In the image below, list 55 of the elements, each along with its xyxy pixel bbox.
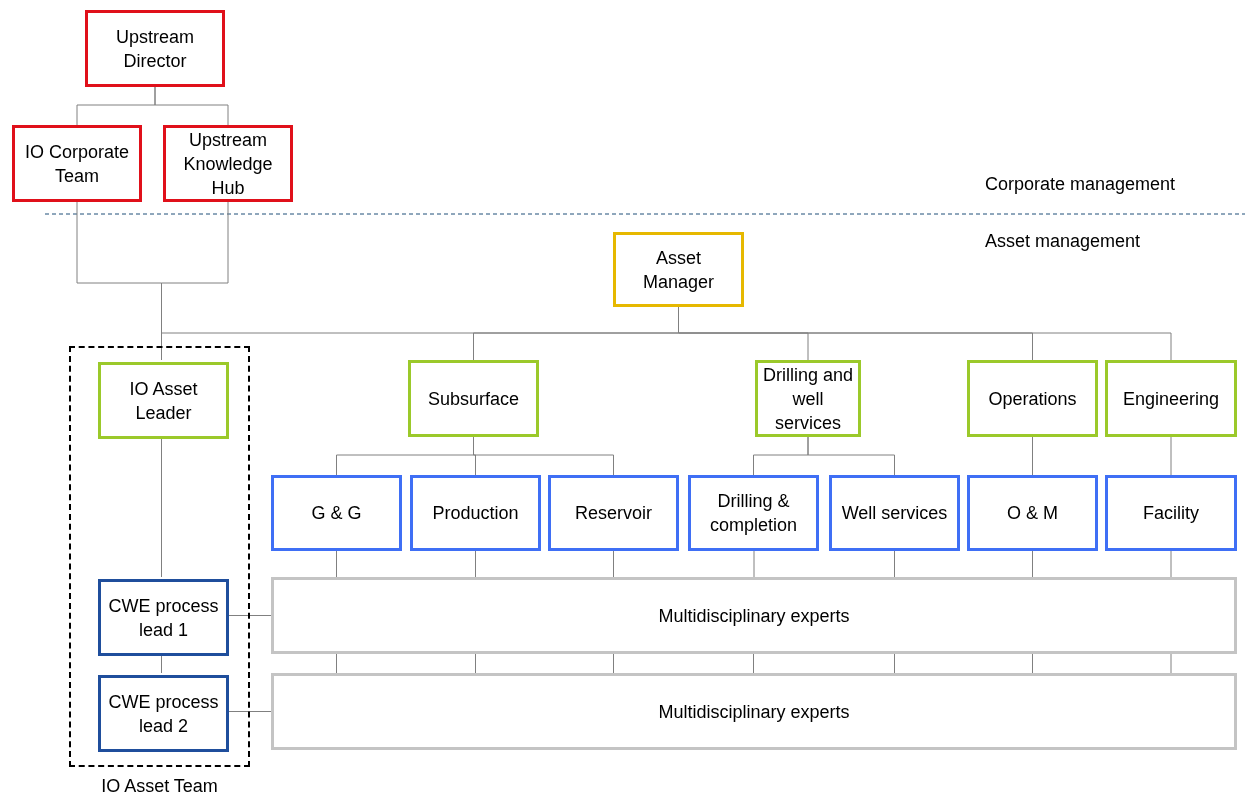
department-box bbox=[755, 360, 861, 437]
connector-line bbox=[1032, 550, 1033, 578]
node-label: Operations bbox=[988, 387, 1077, 411]
connector-line bbox=[1170, 436, 1172, 476]
group-title: IO Asset Team bbox=[100, 775, 219, 797]
node-label: IO Asset Leader bbox=[128, 377, 199, 425]
node-label: Multidisciplinary experts bbox=[658, 604, 850, 628]
node-label: Asset Manager bbox=[641, 246, 715, 294]
connector-line bbox=[894, 550, 895, 578]
node-label: Production bbox=[432, 502, 519, 525]
discipline-box bbox=[829, 475, 960, 551]
discipline-box bbox=[271, 475, 402, 551]
connector-line bbox=[1032, 436, 1033, 476]
node-label: G & G bbox=[311, 502, 362, 525]
node-label: Drilling and well services bbox=[762, 363, 854, 435]
node-label: CWE process lead 1 bbox=[107, 594, 220, 642]
connector-line bbox=[336, 550, 337, 578]
org-box bbox=[85, 10, 225, 87]
discipline-box bbox=[410, 475, 541, 551]
org-box bbox=[12, 125, 142, 202]
node-label: O & M bbox=[1007, 502, 1058, 525]
connector-line bbox=[154, 86, 229, 126]
connector-line bbox=[807, 436, 895, 476]
discipline-box bbox=[688, 475, 819, 551]
node-label: Upstream Director bbox=[115, 25, 195, 73]
department-box bbox=[1105, 360, 1237, 437]
node-label: Facility bbox=[1143, 502, 1199, 525]
node-label: Engineering bbox=[1122, 387, 1220, 411]
node-label: Drilling & completion bbox=[708, 490, 798, 537]
connector-line bbox=[753, 550, 755, 578]
node-label: Reservoir bbox=[575, 502, 652, 525]
connector-line bbox=[613, 550, 614, 578]
department-box bbox=[967, 360, 1098, 437]
discipline-box bbox=[967, 475, 1098, 551]
manager-box bbox=[613, 232, 744, 307]
node-label: Multidisciplinary experts bbox=[658, 700, 850, 724]
section-label: Corporate management bbox=[985, 174, 1176, 195]
org-box bbox=[163, 125, 293, 202]
department-box bbox=[408, 360, 539, 437]
discipline-box bbox=[1105, 475, 1237, 551]
section-label: Asset management bbox=[985, 231, 1141, 252]
department-box bbox=[98, 362, 229, 439]
node-label: Upstream Knowledge Hub bbox=[182, 128, 274, 200]
connector-line bbox=[475, 550, 476, 578]
connector-line bbox=[1170, 550, 1172, 578]
node-label: CWE process lead 2 bbox=[107, 690, 220, 738]
node-label: Subsurface bbox=[427, 387, 520, 411]
process-lead-box bbox=[98, 579, 229, 656]
process-lead-box bbox=[98, 675, 229, 752]
connector-line bbox=[336, 653, 1172, 674]
expert-group-box bbox=[271, 673, 1237, 750]
node-label: Well services bbox=[841, 502, 948, 525]
discipline-box bbox=[548, 475, 679, 551]
expert-group-box bbox=[271, 577, 1237, 654]
node-label: IO Corporate Team bbox=[23, 140, 130, 188]
